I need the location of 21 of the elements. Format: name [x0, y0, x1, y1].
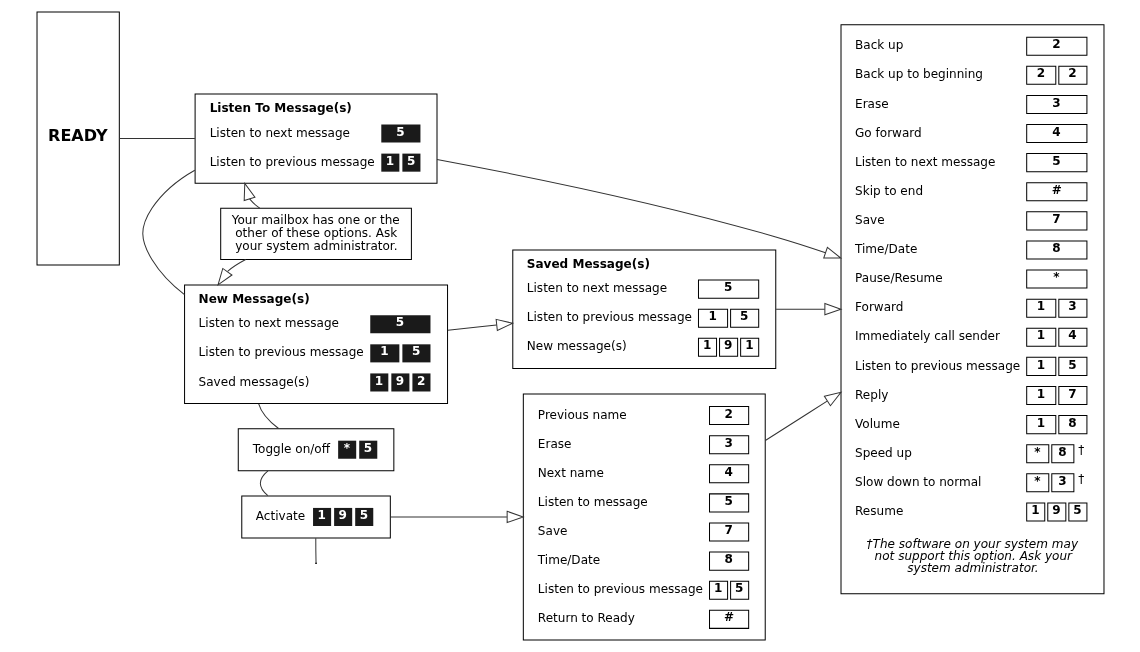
arrow: [217, 259, 246, 286]
node-box: Saved Message(s) Listen to next message 5 Listen to previous message 1 5 New message(s) 1 9 1: [511, 249, 776, 369]
node-box: READY: [36, 11, 120, 266]
node-box: Activate 1 9 5: [240, 495, 391, 539]
connector: [118, 138, 195, 140]
arrow: [243, 182, 260, 209]
connector: [141, 169, 195, 296]
arrow: [436, 158, 841, 259]
node-box: New Message(s) Listen to next message 5 Listen to previous message 1 5 Saved message(s) 1 9 2: [183, 284, 448, 405]
arrow: [389, 510, 524, 524]
connector: [257, 403, 279, 429]
connector: [259, 470, 268, 497]
node-box: Previous name 2 Erase 3 Next name 4 Listen to message 5 Save 7 Time/Date 8 Listen to previous message 1 5 Return to Ready #: [522, 393, 766, 641]
connector: [314, 537, 317, 563]
arrow: [446, 318, 513, 332]
node-box: Back up 2 Back up to beginning 2 2 Erase 3 Go forward 4 Listen to next message 5 Skip to end # Save 7 Time/Date 8 Pause/Resume * Forward 1 3 Immediately call sender 1 4 Listen to previous message 1 5 Reply 1 7 Volume 1 8 Speed up * 8 † Slow down to normal * 3 † Resume 1 9 5 †The software on your system may not support this option. Ask your system administrator.: [840, 24, 1104, 595]
node-box: Toggle on/off * 5: [237, 428, 394, 472]
node-box: Listen To Message(s) Listen to next message 5 Listen to previous message 1 5: [194, 93, 437, 184]
arrow: [775, 303, 841, 316]
node-box: Your mailbox has one or the other of these options. Ask your system administrator.: [219, 207, 412, 260]
arrow: [764, 391, 841, 441]
